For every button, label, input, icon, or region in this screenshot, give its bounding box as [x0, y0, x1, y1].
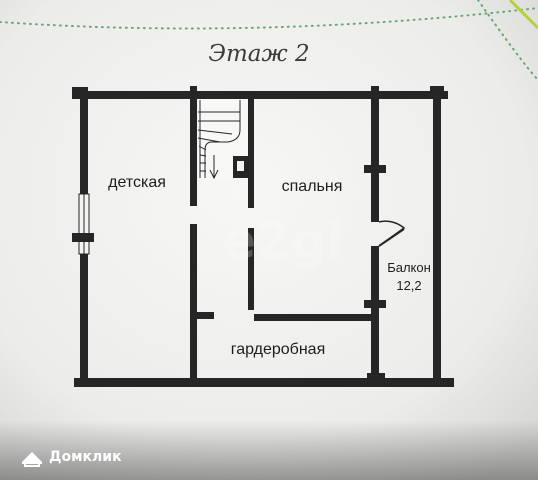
log-joint-top-left	[72, 87, 88, 99]
walls	[72, 86, 454, 387]
brand-name: Домклик	[49, 449, 122, 465]
wall-kids-wardrobe	[190, 224, 197, 387]
stair-step-4	[197, 137, 221, 143]
wall-bottom	[74, 378, 454, 387]
room-label-balcony: Балкон	[387, 260, 431, 275]
log-joint-balcony-top	[364, 165, 386, 173]
right-dotted-border	[477, 0, 538, 81]
room-area-balcony: 12,2	[396, 278, 421, 293]
wall-stub-wardrobe	[196, 312, 214, 319]
watermark-logo: e2gi	[222, 212, 344, 270]
wall-top	[78, 91, 448, 99]
log-joint-balcony-bottom	[364, 300, 386, 308]
log-joint-top-right	[430, 86, 444, 98]
wall-bedroom-balcony-lower	[371, 246, 379, 387]
floor-title: Этаж 2	[208, 41, 309, 67]
room-label-wardrobe: гардеробная	[231, 341, 326, 358]
log-joint-bottom-mid	[367, 373, 385, 387]
brand-watermark: Домклик	[22, 449, 122, 467]
door-leaf	[378, 228, 405, 247]
chimney-opening	[237, 161, 244, 171]
bottom-shadow	[0, 420, 538, 480]
wall-right	[433, 91, 441, 387]
log-joint-left	[72, 233, 94, 242]
stair-step-3	[197, 129, 233, 135]
wall-left-upper	[80, 91, 88, 194]
house-logo-icon	[22, 452, 42, 464]
stair-step-5	[198, 145, 207, 151]
wall-bedroom-wardrobe	[254, 314, 378, 321]
stair-step-6	[199, 154, 207, 157]
door-swing-arc	[378, 220, 406, 247]
wall-left-lower	[80, 254, 88, 387]
room-label-kids: детская	[108, 174, 166, 191]
wall-stairs-bedroom	[248, 96, 254, 208]
wall-bedroom-balcony-upper	[371, 86, 379, 222]
corner-accent-line	[508, 0, 538, 30]
top-dotted-border	[0, 7, 538, 30]
wall-corridor-right	[248, 228, 254, 310]
wall-kids-stairs	[190, 86, 197, 206]
house-logo-base	[24, 464, 40, 467]
balcony-door	[378, 220, 406, 247]
room-label-bedroom: спальня	[282, 178, 343, 195]
